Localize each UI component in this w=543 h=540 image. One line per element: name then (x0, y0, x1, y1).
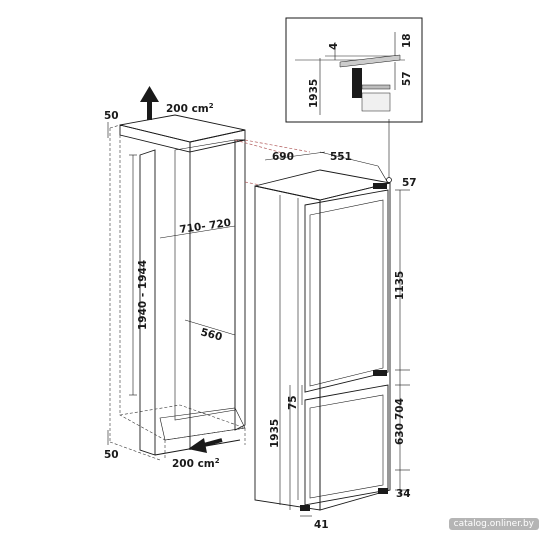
door-gap-label: 75 (287, 395, 299, 410)
airflow-up-arrow (140, 86, 159, 120)
niche-depth-dimension (159, 225, 236, 239)
fridge-appliance (254, 169, 391, 511)
inset-hinge-height-label: 18 (401, 33, 413, 48)
hinge-detail-inset (285, 17, 423, 183)
top-offset-label: 57 (402, 177, 417, 189)
total-height-label: 1935 (269, 419, 281, 448)
fridge-door-height-label: 1135 (394, 271, 406, 300)
depth-with-door-label: 690 (272, 151, 294, 163)
niche-height-dimension (129, 154, 137, 396)
inset-height-label: 1935 (308, 79, 320, 108)
niche-cabinet (109, 114, 311, 461)
niche-height-label: 1940 - 1944 (137, 260, 149, 330)
niche-top-gap-label: 50 (104, 110, 119, 122)
niche-bottom-gap-label: 50 (104, 449, 119, 461)
freezer-door-height-label: 630 (394, 423, 406, 445)
appliance-left-dimensions (289, 385, 303, 510)
niche-top-vent-label: 200 cm2 (166, 102, 214, 115)
appliance-right-dimensions (395, 189, 410, 495)
niche-width-dimension (184, 319, 236, 336)
airflow-in-arrow (188, 438, 223, 453)
side-offset-label: 41 (314, 519, 329, 531)
niche-depth-label: 710- 720 (179, 217, 232, 236)
niche-bottom-vent-label: 200 cm2 (172, 457, 220, 470)
inset-gap-label: 4 (328, 43, 340, 50)
depth-label: 551 (330, 151, 352, 163)
niche-width-label: 560 (199, 326, 223, 343)
watermark-text: catalog.onliner.by (448, 518, 539, 530)
bottom-offset-label: 34 (396, 488, 411, 500)
inset-hinge-offset-label: 57 (401, 71, 413, 86)
freezer-section-height-label: 704 (394, 398, 406, 420)
